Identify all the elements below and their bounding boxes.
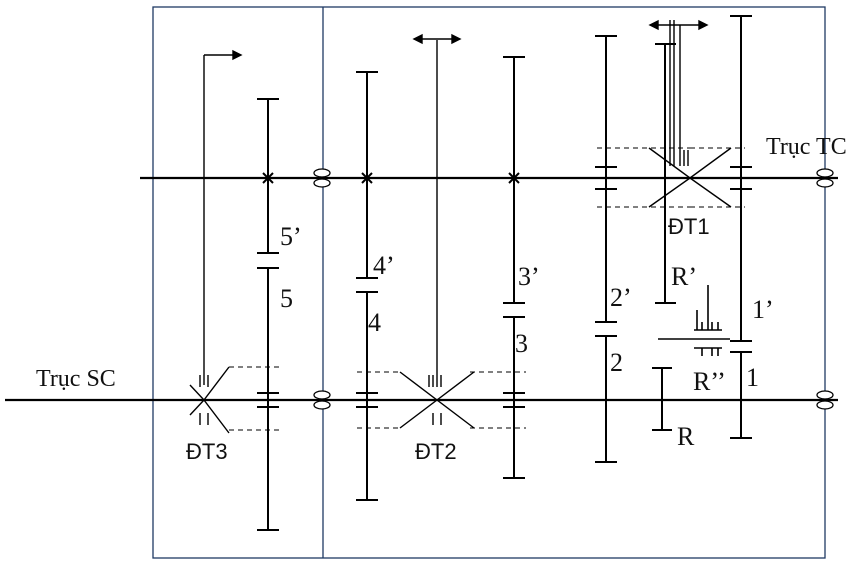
gear-3-driven-label: 3’: [518, 262, 540, 291]
gear-4-driven-label: 4’: [373, 251, 395, 280]
synchronizer-dt1: [648, 20, 732, 208]
gear-2-driven-label: 2’: [610, 283, 632, 312]
gear-5-driven-label: 5’: [280, 222, 302, 251]
dt3-shift-arrow-icon: [204, 49, 243, 61]
reverse-idler-r-double: [658, 285, 730, 356]
gear-pair-3: [503, 56, 525, 479]
reverse-r-label: R: [677, 422, 695, 451]
dt2-label: ĐT2: [415, 439, 457, 464]
gear-5-driving-label: 5: [280, 284, 293, 313]
gear-1-driven-label: 1’: [752, 295, 774, 324]
shafts: [5, 176, 838, 402]
housing-frame: [152, 6, 826, 559]
gear-pair-1: [730, 15, 752, 439]
reverse-gear-r: [652, 367, 672, 431]
gear-2-hub-dashes: [597, 147, 690, 208]
gear-3-driving-label: 3: [515, 329, 528, 358]
dt3-label: ĐT3: [186, 439, 228, 464]
synchronizer-dt2: [399, 40, 475, 429]
input-shaft-label: Trục SC: [36, 366, 116, 392]
dt1-shift-arrow-icon: [648, 19, 709, 31]
gear-4-hub-dashes: [357, 371, 400, 429]
output-shaft-label: Trục TC: [766, 134, 847, 160]
dt2-shift-arrow-icon: [412, 33, 462, 45]
gear-pair-4: [356, 71, 378, 501]
gear-4-driving-label: 4: [368, 308, 381, 337]
synchronizer-dt3: [189, 55, 230, 434]
bearings: [313, 168, 834, 410]
reverse-gear-r-prime: [655, 43, 676, 304]
reverse-r-prime-label: R’: [671, 262, 697, 291]
gear-1-hub-dashes: [690, 147, 745, 208]
gear-2-driving-label: 2: [610, 348, 623, 377]
gear-3-hub-dashes: [470, 371, 526, 429]
reverse-r-double-label: R’’: [693, 367, 726, 396]
gear-pair-5: [257, 98, 279, 531]
gear-5-hub-dashes: [229, 366, 282, 431]
gear-1-driving-label: 1: [746, 363, 759, 392]
dt1-label: ĐT1: [668, 214, 710, 239]
gear-pair-2: [595, 35, 617, 463]
